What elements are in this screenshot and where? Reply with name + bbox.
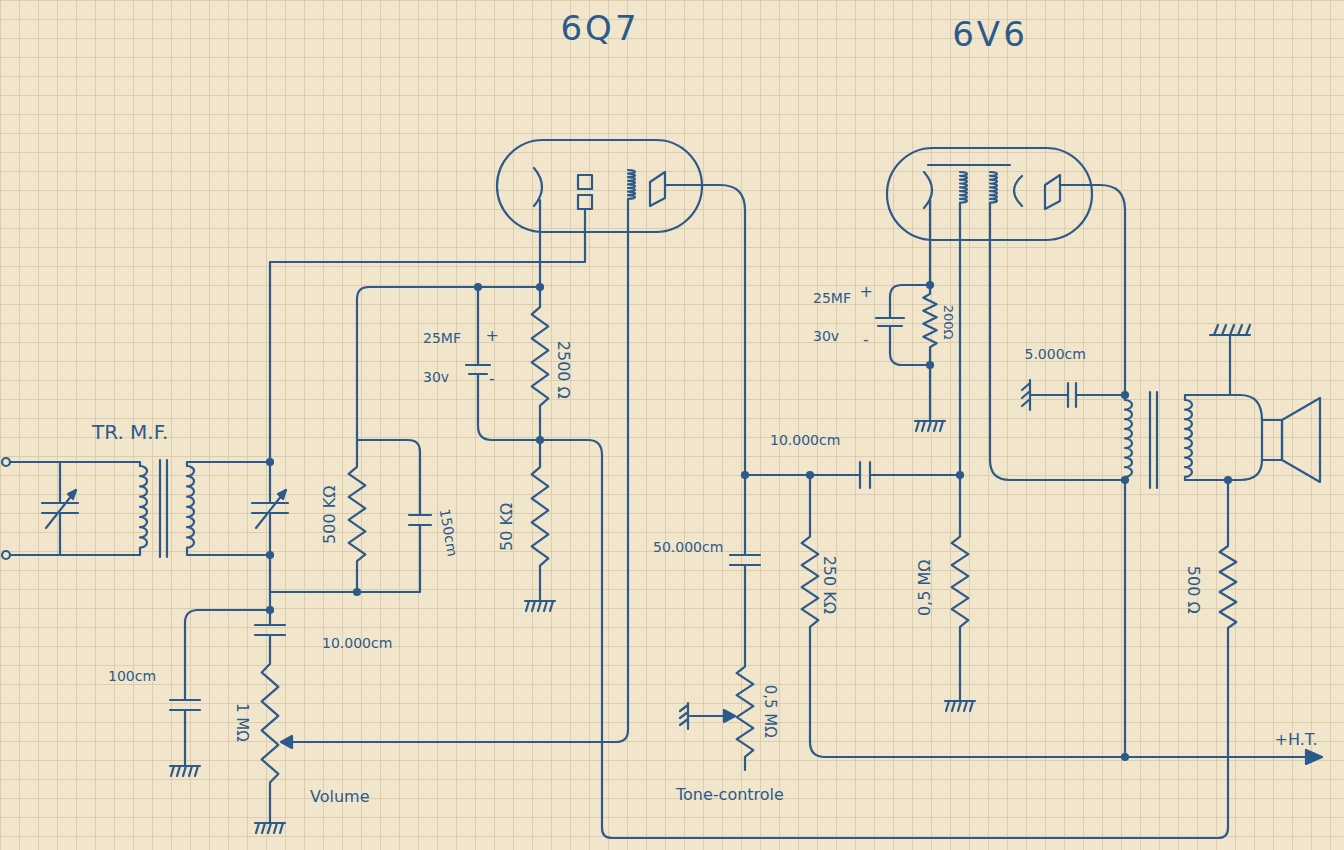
component-value: 25MF: [423, 331, 461, 346]
component-value: 0,5 MΩ: [761, 684, 778, 737]
tube-node: 6Q7: [497, 8, 703, 234]
output-circuit: [876, 185, 1320, 760]
tone-circuit: [665, 185, 1322, 770]
component-value: TR. M.F.: [92, 421, 168, 443]
component-value: 100cm: [108, 669, 156, 684]
component-value: 500 Ω: [1184, 566, 1202, 614]
component-value: 0,5 MΩ: [916, 560, 934, 617]
component-value: +H.T.: [1275, 731, 1318, 749]
component-value: 50.000cm: [653, 540, 723, 555]
if-transformer: [140, 460, 270, 557]
component-value: 10.000cm: [770, 433, 840, 448]
component-value: -: [863, 331, 869, 349]
detector-circuit: [252, 200, 1228, 838]
tube-node: 6V6: [887, 14, 1093, 242]
component-value: +: [486, 327, 499, 345]
component-value: 30v: [813, 329, 839, 344]
component-value: 25MF: [813, 291, 851, 306]
component-value: 30v: [423, 370, 449, 385]
component-value: 10.000cm: [322, 636, 392, 651]
component-value: Tone-controle: [676, 786, 784, 804]
component-value: 2500 Ω: [554, 341, 572, 399]
component-value: 500 KΩ: [321, 486, 339, 544]
component-value: 250 KΩ: [820, 556, 838, 614]
component-value: 200Ω: [940, 305, 954, 340]
tube-name: 6Q7: [497, 8, 703, 48]
volume-circuit: [170, 200, 628, 833]
tube-name: 6V6: [887, 14, 1093, 54]
component-value: -: [489, 370, 495, 388]
input-circuit: [2, 458, 140, 559]
component-value: 50 KΩ: [498, 503, 516, 551]
component-value: Volume: [310, 788, 370, 806]
component-value: 5.000cm: [1025, 347, 1086, 362]
component-value: 150cm: [436, 507, 460, 557]
component-value: 1 MΩ: [233, 702, 250, 741]
component-value: +: [860, 283, 873, 301]
